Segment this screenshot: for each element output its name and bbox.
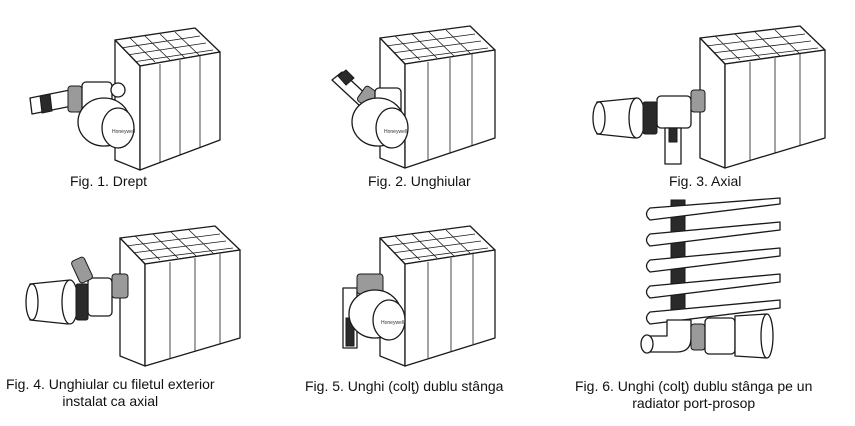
figure-caption: Fig. 5. Unghi (colţ) dublu stânga xyxy=(305,378,504,394)
figure-caption: Fig. 6. Unghi (colţ) dublu stânga pe un … xyxy=(575,378,812,412)
figure-caption: Fig. 4. Unghiular cu filetul exterior in… xyxy=(6,376,215,410)
angled-valve-as-axial-illustration xyxy=(25,225,241,367)
figure-3: Fig. 3. Axial xyxy=(585,10,845,189)
brand-label: Honeywell xyxy=(381,320,404,326)
figure-caption: Fig. 3. Axial xyxy=(669,173,742,189)
towel-rail-valve-illustration xyxy=(640,197,781,359)
figure-2: Honeywell Fig. 2. Unghiular xyxy=(320,10,550,189)
figure-6: Fig. 6. Unghi (colţ) dublu stânga pe un … xyxy=(575,197,850,420)
caption-line-2: radiator port-prosop xyxy=(632,395,756,411)
caption-line-1: Fig. 6. Unghi (colţ) dublu stânga pe un xyxy=(575,378,813,394)
figure-5: Honeywell Fig. 5. Unghi (colţ) dublu stâ… xyxy=(305,218,535,398)
caption-line-1: Fig. 4. Unghiular cu filetul exterior xyxy=(6,376,215,392)
figure-4: Fig. 4. Unghiular cu filetul exterior in… xyxy=(0,218,280,423)
straight-valve-radiator-illustration: Honeywell xyxy=(29,27,221,171)
brand-label: Honeywell xyxy=(384,129,407,135)
double-angle-left-valve-illustration: Honeywell xyxy=(342,225,496,367)
caption-line-2: instalat ca axial xyxy=(62,393,159,409)
figure-caption: Fig. 1. Drept xyxy=(70,173,148,189)
brand-label: Honeywell xyxy=(112,129,135,135)
figure-caption: Fig. 2. Unghiular xyxy=(368,173,471,189)
angled-valve-radiator-illustration: Honeywell xyxy=(331,25,496,169)
figure-1: Honeywell Fig. 1. Drept xyxy=(20,10,250,189)
axial-valve-radiator-illustration xyxy=(592,25,826,169)
